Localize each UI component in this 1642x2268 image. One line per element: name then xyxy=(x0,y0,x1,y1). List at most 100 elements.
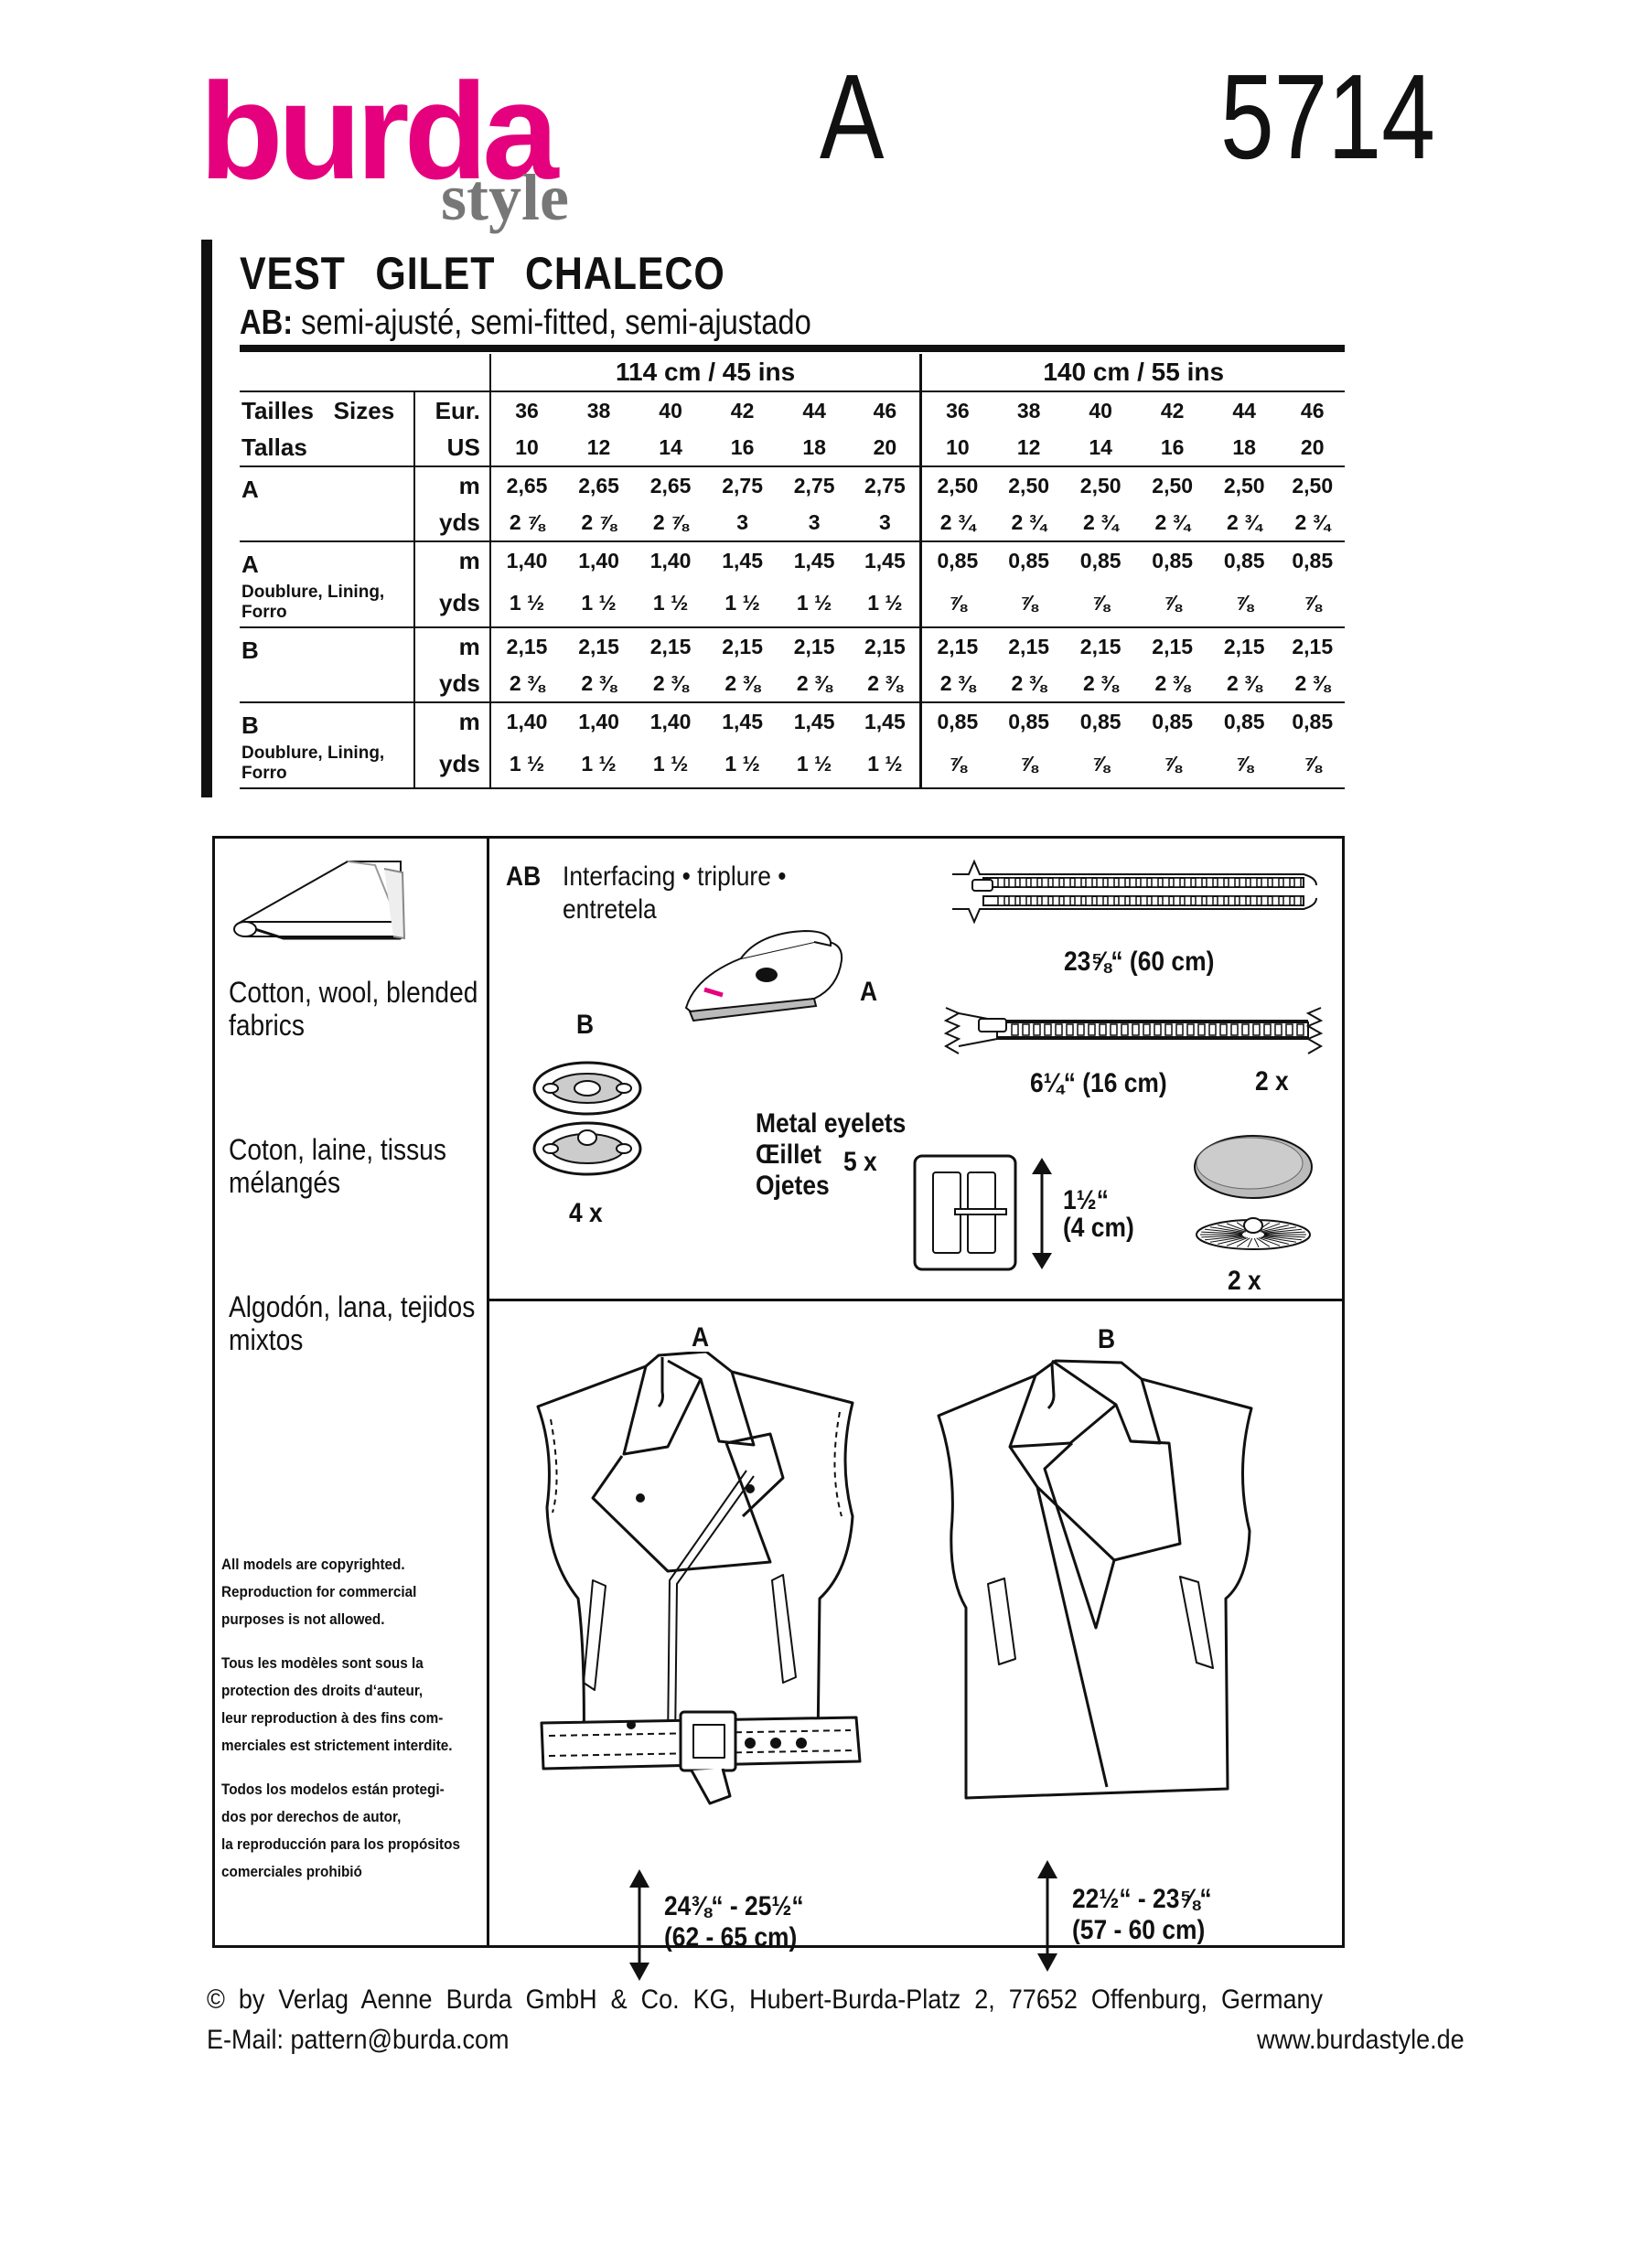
fabric-fr-1: Coton, laine, tissus xyxy=(229,1133,446,1166)
buttons-qty: 2 x xyxy=(1228,1266,1261,1296)
yards-cell: ⅞ xyxy=(1280,579,1345,628)
eur-size: 38 xyxy=(586,398,611,423)
zipper-tooth xyxy=(1066,1023,1074,1036)
yards-cell: 2 ⅜ xyxy=(1280,665,1345,703)
zipper-tooth xyxy=(1154,1023,1162,1036)
yds-unit: yds xyxy=(413,740,490,789)
meters-cell: 2,50 xyxy=(1008,473,1050,497)
yards-cell: ⅞ xyxy=(919,740,993,789)
eur-size: 46 xyxy=(1300,398,1325,423)
meters-cell: 0,85 xyxy=(919,541,993,579)
row-label: B xyxy=(241,711,259,739)
us-size: 18 xyxy=(778,429,851,467)
button-ray xyxy=(1218,1236,1247,1245)
zipper-tooth xyxy=(1052,895,1060,906)
yards-cell: ⅞ xyxy=(1207,579,1281,628)
meters-cell: 2,75 xyxy=(864,473,906,497)
zipper-tooth xyxy=(1055,1023,1063,1036)
yards-cell: 1 ½ xyxy=(563,740,635,789)
eur-size: 42 xyxy=(1160,398,1185,423)
zipper-tooth xyxy=(1184,895,1192,906)
button-ray xyxy=(1262,1236,1303,1241)
title-en: VEST xyxy=(240,248,346,299)
meters-cell: 2,15 xyxy=(1223,634,1265,658)
button-ray xyxy=(1201,1231,1243,1235)
yards-cell: 1 ½ xyxy=(706,579,778,628)
length-arrow-b-icon xyxy=(1037,1860,1057,1972)
eur-size: 44 xyxy=(802,398,826,423)
zipper-tooth xyxy=(1164,1023,1173,1036)
meters-cell: 1,40 xyxy=(578,709,619,733)
yards-cell: 1 ½ xyxy=(850,740,921,789)
meters-cell: 0,85 xyxy=(1008,709,1050,733)
zipper-tooth xyxy=(1151,877,1159,888)
meters-cell: 0,85 xyxy=(1223,548,1265,572)
fabric-en-2: fabrics xyxy=(229,1009,305,1042)
fabric-en-1: Cotton, wool, blended xyxy=(229,976,478,1009)
button-ray xyxy=(1263,1235,1305,1238)
footer-email[interactable]: E-Mail: pattern@burda.com xyxy=(207,2025,510,2055)
button-ray xyxy=(1260,1225,1289,1233)
zipper-tooth xyxy=(1030,895,1038,906)
meters-cell: 2,15 xyxy=(649,634,692,658)
yards-cell: 2 ⅜ xyxy=(706,665,778,703)
eur-size: 40 xyxy=(659,398,682,423)
zipper-tooth xyxy=(1282,877,1291,888)
yards-cell: 1 ½ xyxy=(488,740,563,789)
snaps-qty: 4 x xyxy=(569,1198,603,1228)
yards-cell: 2 ¾ xyxy=(1136,504,1208,542)
button-ray xyxy=(1261,1236,1297,1243)
footer-website[interactable]: www.burdastyle.de xyxy=(1257,2025,1465,2055)
zipper-tooth xyxy=(1044,1023,1052,1036)
meters-cell: 2,15 xyxy=(722,634,763,658)
zipper-tooth xyxy=(1063,895,1071,906)
zipper-tooth xyxy=(1077,1023,1085,1036)
meters-cell: 2,50 xyxy=(919,466,993,504)
logo-burda: burda xyxy=(199,54,559,208)
yards-cell: 1 ½ xyxy=(563,579,635,628)
meters-cell: 1,40 xyxy=(578,548,619,572)
variant-letter: A xyxy=(820,49,885,184)
vest-view-a-illustration xyxy=(536,1352,862,1805)
meters-cell: 1,45 xyxy=(722,709,763,733)
interfacing-variant: AB xyxy=(506,861,542,892)
eyelets-qty: 5 x xyxy=(843,1147,877,1177)
box-divider-horizontal xyxy=(487,1299,1345,1301)
yds-unit: yds xyxy=(413,504,490,542)
yards-cell: ⅞ xyxy=(1280,740,1345,789)
zipper-tooth xyxy=(1118,895,1126,906)
yards-cell: 2 ¾ xyxy=(919,504,993,542)
yardage-table: 114 cm / 45 ins 140 cm / 55 ins Tailles … xyxy=(240,354,1345,789)
zipper-tooth xyxy=(1052,877,1060,888)
us-size: 14 xyxy=(634,429,707,467)
eyelets-fr: Œillet xyxy=(756,1139,821,1170)
zipper-tooth xyxy=(1197,1023,1206,1036)
meters-cell: 2,50 xyxy=(1079,473,1121,497)
row-sublabel xyxy=(240,504,415,542)
yards-cell: 3 xyxy=(850,504,921,542)
yards-cell: 2 ⅜ xyxy=(993,665,1065,703)
fabric-es-2: mixtos xyxy=(229,1323,304,1356)
copyright-line: Reproduction for commercial xyxy=(221,1583,417,1600)
yards-cell: ⅞ xyxy=(1136,740,1208,789)
yards-cell: 1 ½ xyxy=(778,740,851,789)
zipper-tooth xyxy=(1162,895,1170,906)
us-label: US xyxy=(413,429,490,467)
sizes-label: Tailles Sizes xyxy=(241,396,395,424)
zipper-tooth xyxy=(1008,877,1016,888)
zipper-long-length: 23⅝“ (60 cm) xyxy=(1064,947,1215,977)
meters-cell: 1,45 xyxy=(793,709,835,733)
eur-size: 36 xyxy=(919,391,993,429)
us-size: 20 xyxy=(850,429,921,467)
copyright-line: Todos los modelos están protegi- xyxy=(221,1781,445,1798)
left-accent-bar xyxy=(201,240,212,797)
us-size: 16 xyxy=(1136,429,1208,467)
us-size: 10 xyxy=(919,429,993,467)
zipper-tooth xyxy=(1033,1023,1041,1036)
